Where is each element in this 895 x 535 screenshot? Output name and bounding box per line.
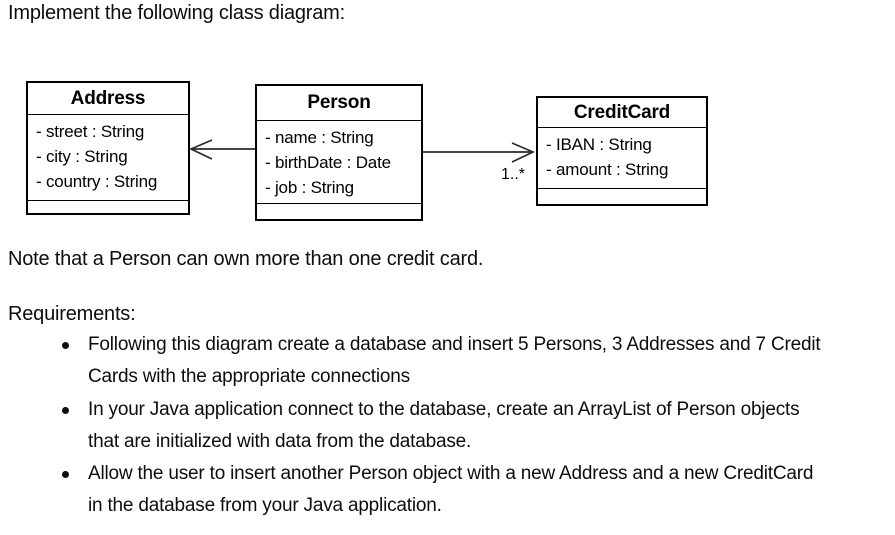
class-attribute: - street : String (36, 122, 145, 141)
class-name-person: Person (307, 92, 371, 113)
class-attribute: - country : String (36, 172, 158, 191)
bullet-icon (62, 471, 69, 479)
class-attribute: - amount : String (546, 160, 669, 179)
class-methods-compartment-empty (538, 188, 706, 204)
bullet-icon (62, 342, 69, 349)
uml-class-person: Person - name : String - birthDate : Dat… (255, 84, 423, 221)
requirement-text: Following this diagram create a database… (88, 334, 821, 388)
class-attributes-person: - name : String - birthDate : Date - job… (257, 120, 421, 203)
class-methods-compartment-empty (28, 200, 188, 213)
note-text: Note that a Person can own more than one… (8, 248, 484, 270)
class-attributes-creditcard: - IBAN : String - amount : String (538, 127, 706, 188)
class-methods-compartment-empty (257, 203, 421, 219)
requirements-heading: Requirements: (8, 303, 136, 325)
multiplicity-label: 1..* (501, 166, 526, 183)
page-title: Implement the following class diagram: (8, 2, 345, 24)
requirement-text: In your Java application connect to the … (88, 398, 800, 452)
requirement-item: In your Java application connect to the … (62, 394, 882, 459)
class-attribute: - job : String (265, 178, 354, 197)
class-attribute: - IBAN : String (546, 135, 652, 154)
class-name-address: Address (70, 88, 146, 109)
bullet-icon (62, 406, 69, 414)
requirement-text: Allow the user to insert another Person … (88, 463, 814, 517)
class-attributes-address: - street : String - city : String - coun… (28, 114, 188, 200)
uml-class-creditcard: CreditCard - IBAN : String - amount : St… (536, 96, 708, 206)
requirement-item: Following this diagram create a database… (62, 329, 882, 394)
requirements-list: Following this diagram create a database… (62, 329, 882, 523)
class-attribute: - birthDate : Date (265, 153, 391, 172)
class-attribute: - name : String (265, 128, 374, 147)
uml-class-address: Address - street : String - city : Strin… (26, 81, 190, 215)
requirement-item: Allow the user to insert another Person … (62, 458, 882, 523)
association-person-creditcard-arrow (423, 142, 536, 163)
association-person-address-arrow (188, 139, 255, 160)
class-name-creditcard: CreditCard (573, 102, 671, 123)
class-attribute: - city : String (36, 147, 128, 166)
